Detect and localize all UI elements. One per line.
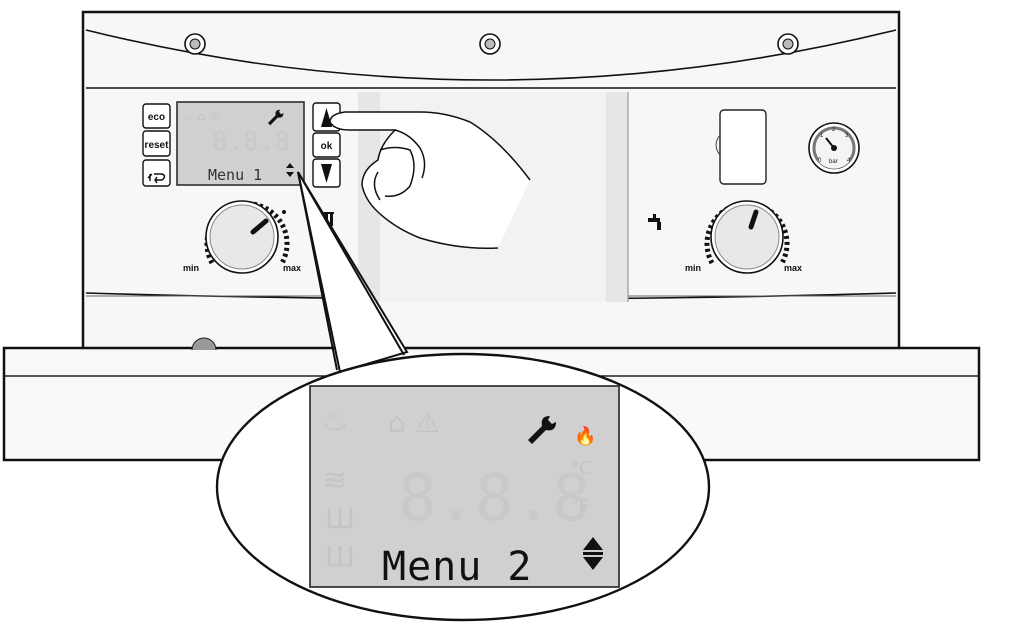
status-window (715, 109, 767, 185)
service-screw-icon (479, 33, 501, 55)
zoom-ghost-digits: 8.8.8 (398, 462, 591, 536)
zoom-ghost-fahrenheit: °F (570, 496, 589, 517)
gauge-scale-4: 4 (847, 158, 851, 164)
top-cover (85, 29, 897, 81)
heating-max-label: max (283, 263, 301, 273)
svg-text:Ш: Ш (325, 502, 355, 535)
zoom-updown-icon (583, 537, 603, 570)
eco-button[interactable]: eco (142, 103, 171, 129)
reset-label: reset (145, 140, 170, 151)
wrench-icon (528, 416, 556, 444)
zoomed-lcd-display: ♨ ⌂ ⚠ ≋ Ш Ш 8.8.8 °C °F 🔥 Menu 2 (309, 385, 620, 590)
zoom-menu-text: Menu 2 (382, 544, 533, 590)
svg-text:Ш: Ш (325, 540, 355, 573)
eco-label: eco (148, 112, 165, 123)
gauge-scale-0: 0 (818, 158, 822, 164)
service-screw-icon (184, 33, 206, 55)
arrow-down-icon (321, 164, 332, 183)
zoom-ghost-celsius: °C (570, 458, 592, 479)
reset-button[interactable]: reset (142, 130, 171, 157)
hot-water-temperature-knob[interactable] (704, 200, 790, 274)
ok-button[interactable]: ok (312, 132, 341, 158)
gauge-scale-3: 3 (845, 133, 849, 139)
heating-temperature-knob[interactable] (204, 200, 290, 274)
gauge-scale-2: 2 (832, 127, 836, 133)
svg-text:♨ ⌂ ⚠: ♨ ⌂ ⚠ (183, 109, 220, 123)
arrow-up-icon (321, 108, 332, 127)
down-button[interactable] (312, 158, 341, 188)
back-icon (147, 173, 166, 184)
svg-text:⌂ ⚠: ⌂ ⚠ (388, 406, 440, 439)
svg-text:🔥: 🔥 (574, 425, 596, 447)
heating-min-label: min (183, 263, 199, 273)
pointing-hand-icon (329, 111, 531, 250)
ok-label: ok (321, 141, 333, 152)
small-menu-text: Menu 1 (208, 166, 262, 184)
back-button[interactable] (142, 159, 171, 187)
small-lcd-display: 8.8.8 ♨ ⌂ ⚠ Menu 1 (176, 101, 305, 186)
svg-text:♨: ♨ (322, 403, 349, 438)
wrench-icon (268, 109, 284, 126)
pressure-gauge-icon: 0 1 2 3 4 bar (808, 122, 860, 174)
water-min-label: min (685, 263, 701, 273)
svg-text:≋: ≋ (322, 463, 347, 498)
water-max-label: max (784, 263, 802, 273)
small-updown-icon (286, 163, 294, 177)
small-ghost-digits: 8.8.8 (212, 127, 290, 157)
tap-icon (648, 214, 661, 230)
gauge-unit: bar (829, 159, 838, 165)
service-screw-icon (777, 33, 799, 55)
gauge-scale-1: 1 (820, 133, 824, 139)
